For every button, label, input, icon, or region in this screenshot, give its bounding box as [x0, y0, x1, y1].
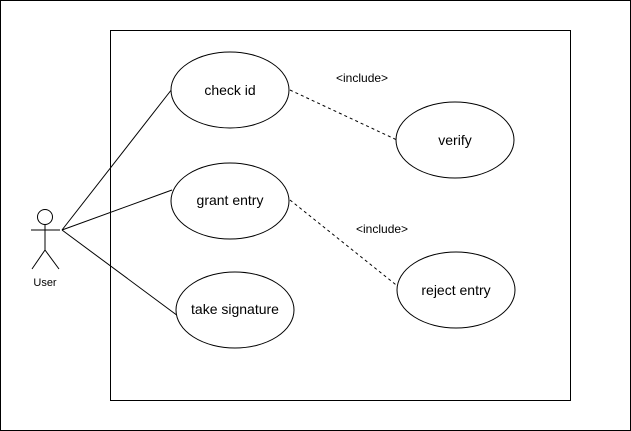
- stick-figure-icon: [31, 209, 60, 270]
- actor-user[interactable]: User: [31, 209, 60, 290]
- use-case-grant-entry-label: grant entry: [197, 192, 264, 208]
- use-case-verify[interactable]: verify: [395, 101, 515, 179]
- use-case-take-signature[interactable]: take signature: [175, 271, 295, 349]
- association-take-signature: [61, 229, 179, 317]
- actor-user-label: User: [33, 277, 57, 289]
- use-case-grant-entry[interactable]: grant entry: [170, 162, 290, 240]
- use-case-take-signature-label: take signature: [191, 301, 279, 317]
- use-case-verify-shape: [395, 101, 515, 179]
- use-case-grant-entry-shape: [170, 162, 290, 240]
- use-case-check-id-shape: [170, 51, 290, 129]
- use-case-reject-entry-label: reject entry: [421, 282, 490, 298]
- use-case-reject-entry-shape: [396, 251, 516, 329]
- include-label-reject-entry: <include>: [356, 222, 408, 236]
- association-grant-entry: [61, 189, 173, 231]
- include-label-verify: <include>: [336, 71, 388, 85]
- association-check-id: [61, 88, 173, 231]
- use-case-verify-label: verify: [438, 132, 471, 148]
- use-case-reject-entry[interactable]: reject entry: [396, 251, 516, 329]
- use-case-check-id-label: check id: [204, 82, 255, 98]
- use-case-take-signature-shape: [175, 271, 295, 349]
- include-line-verify: [289, 89, 398, 141]
- use-case-check-id[interactable]: check id: [170, 51, 290, 129]
